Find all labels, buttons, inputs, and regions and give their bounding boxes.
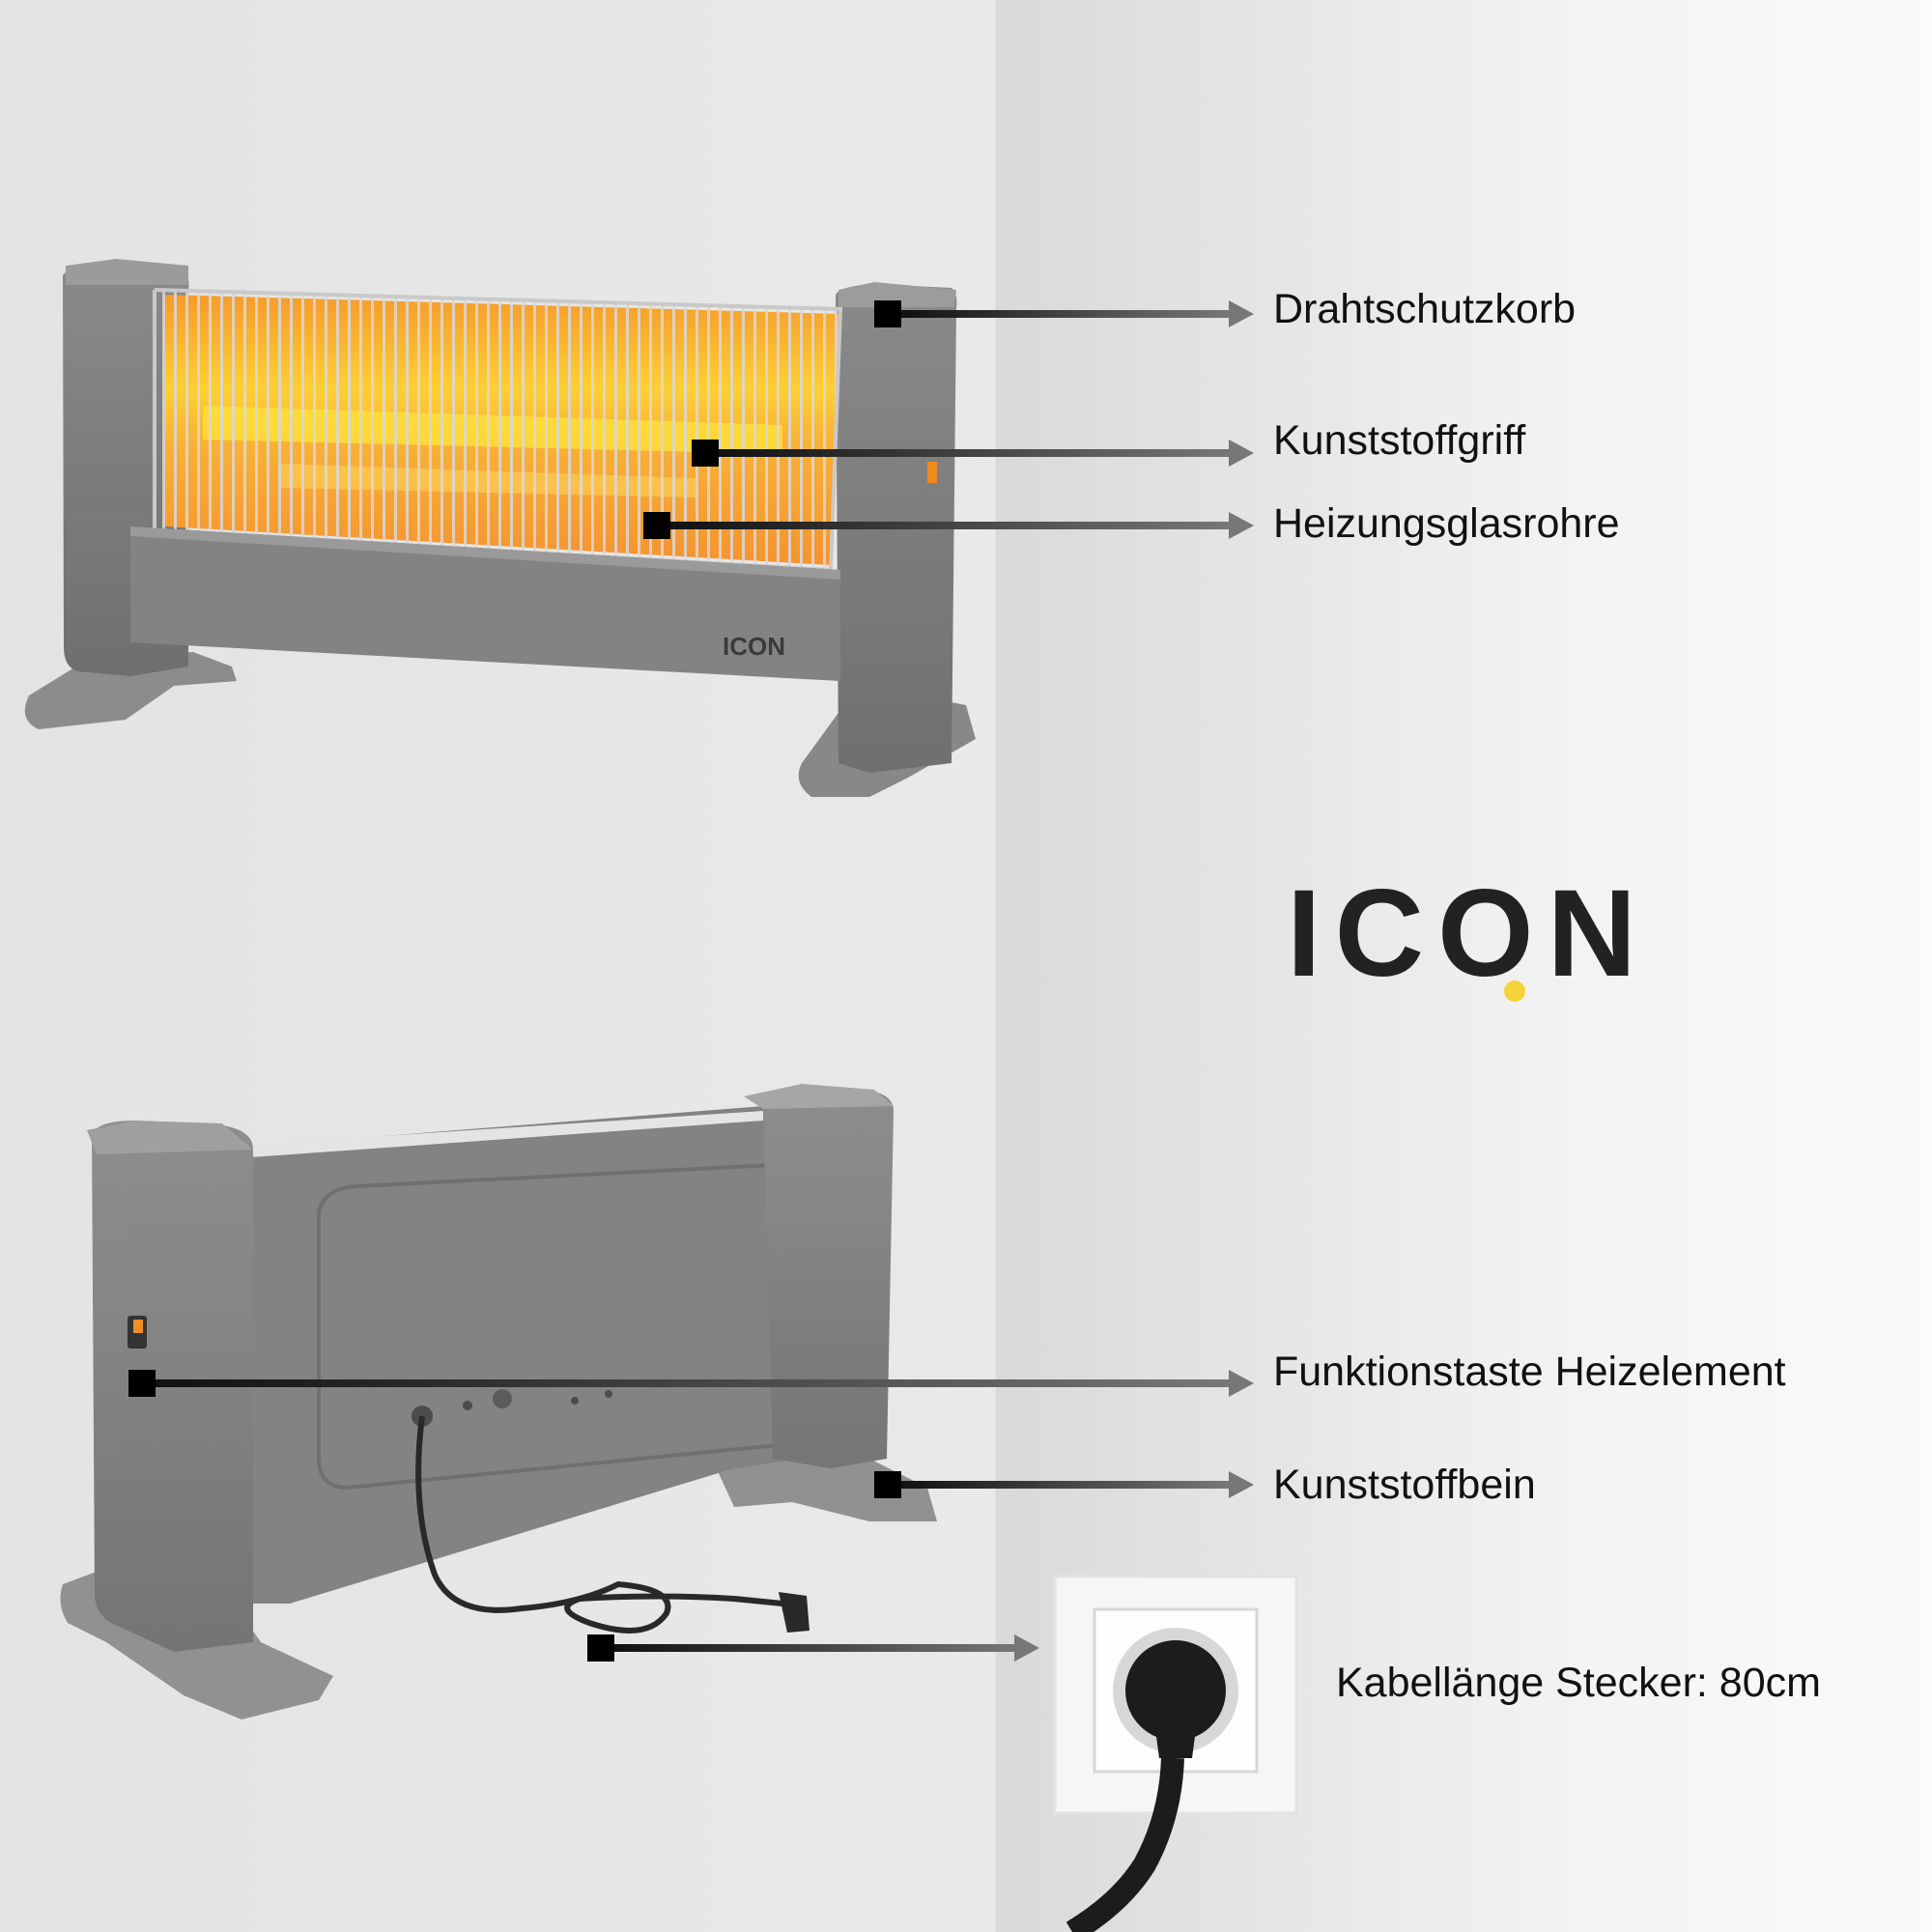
callout-marker (874, 300, 901, 327)
power-cable (415, 1415, 783, 1634)
callout-marker (128, 1370, 156, 1397)
label-function-button: Funktionstaste Heizelement (1273, 1349, 1786, 1395)
brand-wordmark: ICON (1287, 867, 1650, 1003)
front-heater: ICON (24, 259, 976, 797)
label-plastic-handle: Kunststoffgriff (1273, 417, 1526, 464)
heater-logo: ICON (723, 632, 785, 661)
callout-marker (643, 512, 670, 539)
front-heater-switch-icon (927, 462, 937, 483)
label-wire-guard: Drahtschutzkorb (1273, 286, 1577, 332)
wire-guard (155, 290, 840, 570)
callout-marker (692, 440, 719, 467)
back-heater-right-post (763, 1087, 894, 1468)
label-plastic-leg: Kunststoffbein (1273, 1462, 1536, 1508)
plug-icon (1125, 1640, 1226, 1741)
cable-plug-icon (779, 1592, 810, 1633)
back-heater (60, 1084, 937, 1719)
label-heating-glass-tubes: Heizungsglasrohre (1273, 500, 1620, 547)
wordmark-accent-dot (1504, 980, 1525, 1002)
callout-marker (587, 1634, 614, 1662)
callout-lines (128, 300, 1254, 1662)
wall-socket (1053, 1575, 1298, 1932)
label-cable-length: Kabellänge Stecker: 80cm (1336, 1660, 1821, 1706)
back-heater-panel (213, 1106, 874, 1604)
svg-text:ICON: ICON (1287, 867, 1650, 1003)
callout-marker (874, 1471, 901, 1498)
